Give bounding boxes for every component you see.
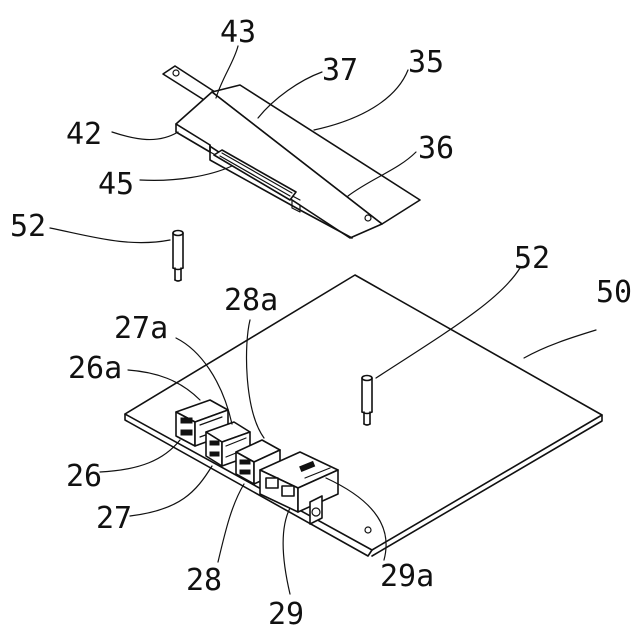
label-29a: 29a [380,559,434,594]
label-42: 42 [66,117,102,152]
label-29: 29 [268,597,304,632]
label-45: 45 [98,167,134,202]
label-36: 36 [418,131,454,166]
standoff-left-52 [173,231,183,282]
label-28: 28 [186,563,222,598]
label-28a: 28a [224,283,278,318]
bracket-assembly [163,66,420,238]
label-52-left: 52 [10,209,46,244]
label-26: 26 [66,459,102,494]
label-50: 50 [596,275,632,310]
label-26a: 26a [68,351,122,386]
label-35: 35 [408,45,444,80]
label-37: 37 [322,53,358,88]
label-52-right: 52 [514,241,550,276]
label-27: 27 [96,501,132,536]
label-27a: 27a [114,311,168,346]
label-43: 43 [220,15,256,50]
